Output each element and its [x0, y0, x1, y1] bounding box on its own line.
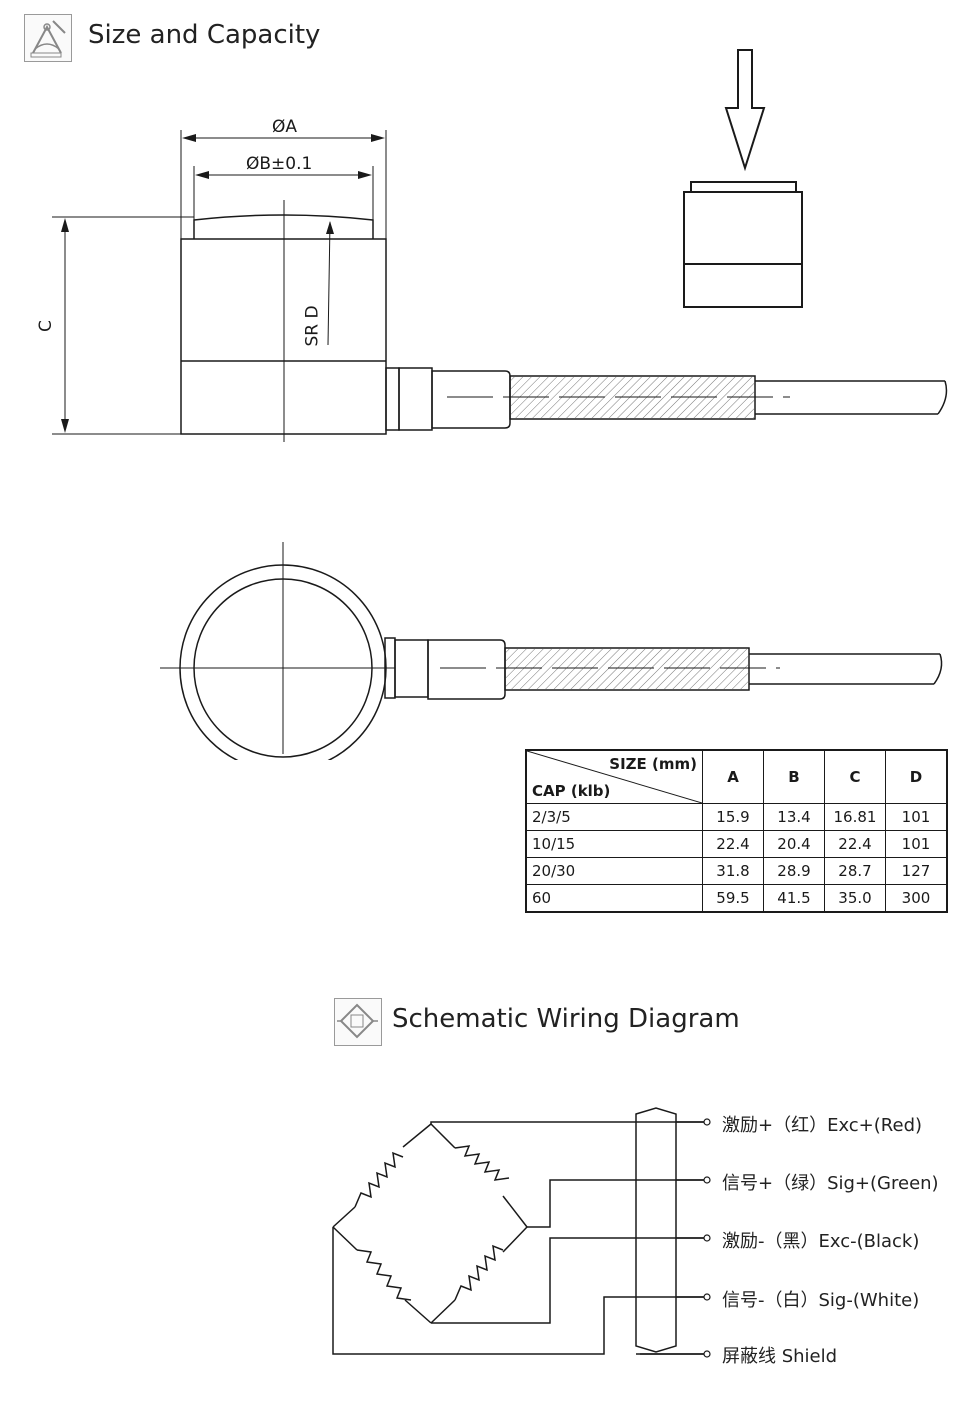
cap-cell: 20/30: [525, 857, 703, 885]
d-cell: 101: [885, 830, 948, 858]
top-view-drawing: [160, 542, 943, 760]
cap-cell: 2/3/5: [525, 803, 703, 831]
dimension-c-label: C: [35, 320, 56, 332]
wiring-diagram-title: Schematic Wiring Diagram: [392, 1004, 740, 1034]
column-header-d: D: [885, 749, 948, 804]
cap-cell: 60: [525, 884, 703, 913]
b-cell: 28.9: [763, 857, 825, 885]
d-cell: 127: [885, 857, 948, 885]
wire-label-shield: 屏蔽线 Shield: [722, 1346, 838, 1367]
column-header-a: A: [702, 749, 764, 804]
drafting-tools-icon: [24, 14, 72, 62]
cap-cell: 10/15: [525, 830, 703, 858]
column-header-c: C: [824, 749, 886, 804]
wiring-schematic: [332, 1107, 711, 1358]
b-cell: 13.4: [763, 803, 825, 831]
dimension-b-label: ØB±0.1: [246, 154, 313, 174]
c-cell: 22.4: [824, 830, 886, 858]
c-cell: 28.7: [824, 857, 886, 885]
b-cell: 41.5: [763, 884, 825, 913]
table-row: 60 59.5 41.5 35.0 300: [525, 884, 948, 913]
a-cell: 15.9: [702, 803, 764, 831]
d-cell: 101: [885, 803, 948, 831]
dimension-a-label: ØA: [272, 117, 298, 137]
size-capacity-title: Size and Capacity: [88, 20, 321, 50]
table-row: 10/15 22.4 20.4 22.4 101: [525, 830, 948, 858]
a-cell: 31.8: [702, 857, 764, 885]
wire-label-sig-minus: 信号-（白）Sig-(White): [722, 1290, 920, 1311]
size-capacity-table: SIZE (mm) CAP (klb) A B C D 2/3/5 15.9 1…: [525, 749, 948, 913]
c-cell: 35.0: [824, 884, 886, 913]
wire-label-exc-minus: 激励-（黑）Exc-(Black): [722, 1231, 920, 1252]
a-cell: 22.4: [702, 830, 764, 858]
cap-header: CAP (klb): [532, 782, 611, 800]
column-header-b: B: [763, 749, 825, 804]
wire-label-sig-plus: 信号+（绿）Sig+(Green): [722, 1173, 939, 1194]
c-cell: 16.81: [824, 803, 886, 831]
bridge-circuit-icon: [334, 998, 382, 1046]
dimension-srd-label: SR D: [302, 305, 323, 347]
b-cell: 20.4: [763, 830, 825, 858]
wire-label-exc-plus: 激励+（红）Exc+(Red): [722, 1115, 923, 1136]
d-cell: 300: [885, 884, 948, 913]
table-corner-header: SIZE (mm) CAP (klb): [525, 749, 703, 804]
a-cell: 59.5: [702, 884, 764, 913]
side-view-drawing: [52, 49, 948, 442]
table-row: 20/30 31.8 28.9 28.7 127: [525, 857, 948, 885]
size-header: SIZE (mm): [609, 755, 697, 773]
table-row: 2/3/5 15.9 13.4 16.81 101: [525, 803, 948, 831]
